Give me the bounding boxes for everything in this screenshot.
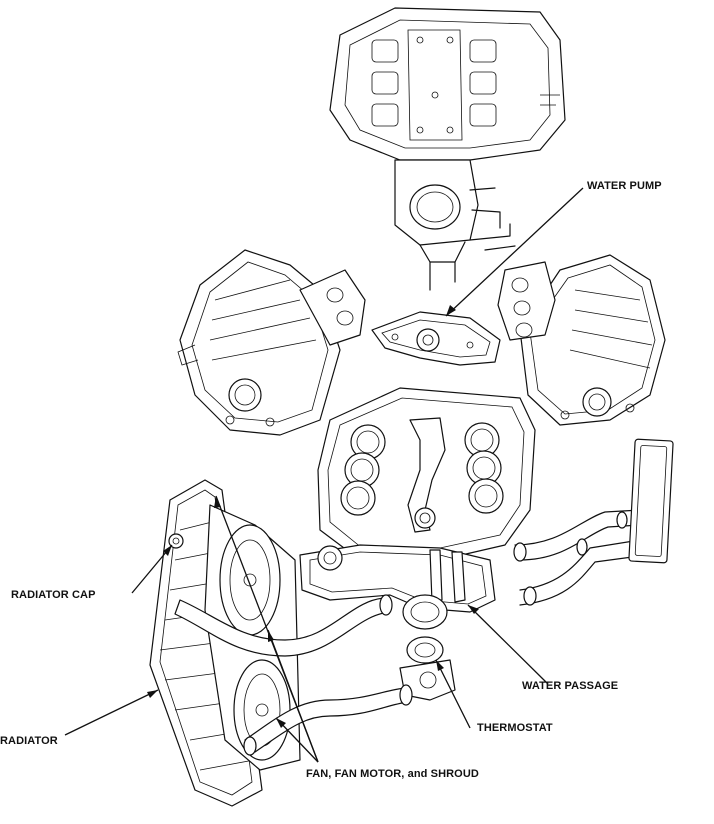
- label-water-pump: WATER PUMP: [587, 180, 662, 192]
- label-fan-motor-shroud: FAN, FAN MOTOR, and SHROUD: [306, 768, 479, 780]
- heater-hoses: [513, 438, 674, 606]
- intake-manifold: [329, 7, 566, 291]
- engine-block: [317, 387, 536, 561]
- radiator-hoses: [174, 594, 413, 756]
- label-radiator-cap: RADIATOR CAP: [11, 589, 96, 601]
- right-cylinder-head: [497, 254, 666, 426]
- label-thermostat: THERMOSTAT: [477, 722, 553, 734]
- leader-lines: [64, 187, 584, 763]
- label-water-passage: WATER PASSAGE: [522, 680, 619, 692]
- water-pump: [371, 311, 501, 366]
- left-cylinder-head: [177, 249, 366, 436]
- water-passage-housing: [299, 544, 496, 630]
- label-radiator: RADIATOR: [0, 735, 58, 747]
